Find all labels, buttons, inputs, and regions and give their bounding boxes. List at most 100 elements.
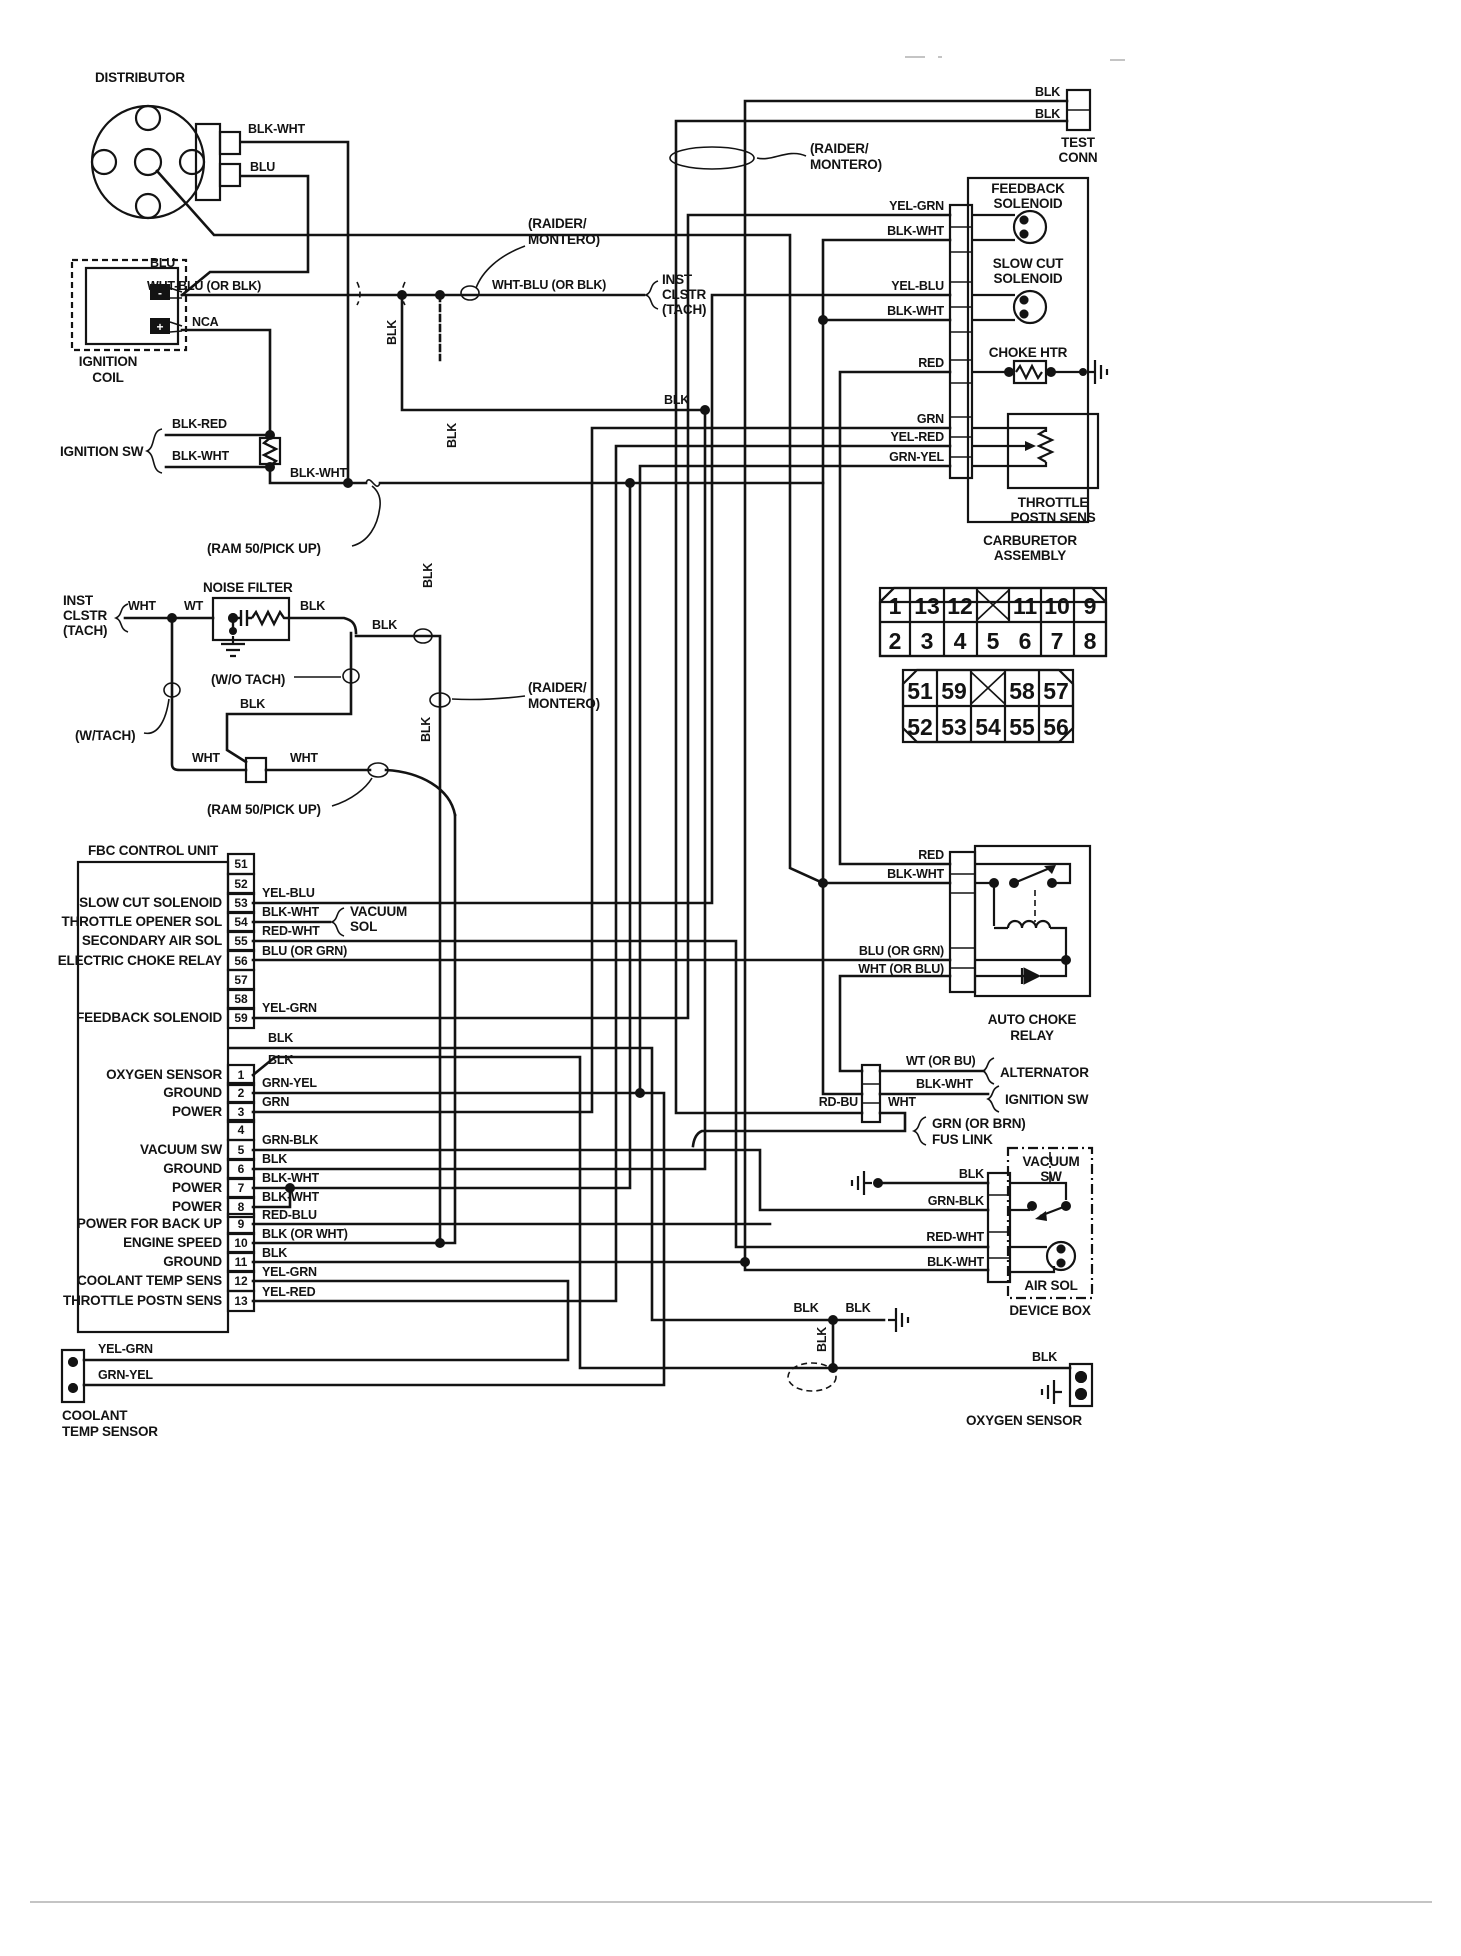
wire-label: GRN-BLK	[262, 1133, 318, 1147]
inst-clstr-label: CLSTR	[662, 287, 706, 302]
ram50-connector-box	[244, 756, 268, 784]
component-internal-wires	[231, 213, 1083, 1274]
wire-label: RED	[918, 356, 944, 370]
fbc-pin-label: FEEDBACK SOLENOID	[76, 1010, 222, 1025]
ignition-coil-label: COIL	[92, 370, 123, 385]
wire-label: GRN-YEL	[889, 450, 944, 464]
inst-clstr-label: (TACH)	[662, 302, 706, 317]
wire-label: BLK	[845, 1301, 870, 1315]
wire-label: WHT	[128, 599, 156, 613]
wire-label: BLU (OR GRN)	[859, 944, 944, 958]
coolant-sensor-label: TEMP SENSOR	[62, 1424, 158, 1439]
pin-number: 56	[234, 954, 248, 968]
vacuum-sw-label: VACUUM	[1022, 1154, 1079, 1169]
vacuum-sw-label: SW	[1040, 1169, 1062, 1184]
wire-label-vertical: BLK	[815, 1327, 829, 1352]
wire-label: BLK	[959, 1167, 984, 1181]
leader-lines	[143, 152, 807, 807]
fbc-pin-label: SLOW CUT SOLENOID	[79, 895, 222, 910]
pin-number: 6	[238, 1162, 245, 1176]
air-sol-label: AIR SOL	[1024, 1278, 1077, 1293]
conn-a-cell: 7	[1051, 628, 1064, 654]
wire-label: WHT	[290, 751, 318, 765]
conn-b-cell: 52	[907, 714, 933, 740]
pin-number: 53	[234, 896, 248, 910]
pin-number: 55	[234, 934, 248, 948]
wire-label: BLU	[150, 256, 175, 270]
auto-choke-relay-box	[948, 844, 1092, 998]
fbc-pin-label: THROTTLE POSTN SENS	[63, 1293, 222, 1308]
wire-label: GRN-BLK	[928, 1194, 984, 1208]
inst-clstr-left: CLSTR	[63, 608, 107, 623]
wire-label: BLU (OR GRN)	[262, 944, 347, 958]
coolant-pin	[68, 1357, 78, 1367]
auto-choke-relay-label: RELAY	[1010, 1028, 1054, 1043]
pin-number: 13	[234, 1294, 248, 1308]
wire-label: RD-BU	[819, 1095, 858, 1109]
wire-label: BLK-WHT	[887, 867, 944, 881]
conn-b-cell: 51	[907, 678, 933, 704]
wire-label: NCA	[192, 315, 219, 329]
conn-b-cell: 53	[941, 714, 967, 740]
conn-a-cell: 10	[1044, 593, 1070, 619]
conn-b-cell: 56	[1043, 714, 1069, 740]
conn-a-cell: 13	[914, 593, 940, 619]
wires-thick	[82, 99, 1072, 1387]
note-raider: (RAIDER/	[528, 680, 587, 695]
conn-b-cell: 55	[1009, 714, 1035, 740]
fbc-label: FBC CONTROL UNIT	[88, 843, 219, 858]
oxygen-pin	[1075, 1388, 1087, 1400]
wire-label: YEL-RED	[262, 1285, 316, 1299]
ignition-resistor-zigzag	[261, 437, 279, 467]
vacuum-sol-label: VACUUM	[350, 904, 407, 919]
wire-label: BLK-WHT	[262, 1171, 319, 1185]
wire-label: GRN	[262, 1095, 289, 1109]
pin-number: 3	[238, 1105, 245, 1119]
conn-a-cell: 6	[1019, 628, 1032, 654]
pin-number: 52	[234, 877, 248, 891]
conn-a-cell: 11	[1013, 593, 1038, 619]
connector-table-a	[878, 586, 1108, 658]
wire-label: BLK-WHT	[262, 905, 319, 919]
wire-label: BLU	[250, 160, 275, 174]
tps-label: POSTN SENS	[1010, 510, 1095, 525]
coolant-pin	[68, 1383, 78, 1393]
wire-label: WT	[184, 599, 204, 613]
wire-label: BLK	[1035, 85, 1060, 99]
pin-number: 8	[238, 1200, 245, 1214]
wire-label: BLK	[793, 1301, 818, 1315]
wire-label: BLK	[372, 618, 397, 632]
labels: DISTRIBUTOR BLK-WHT BLU BLU WHT - BLU (OR …	[58, 70, 1098, 1439]
coil-minus: -	[158, 286, 162, 300]
wire-label: BLK	[1032, 1350, 1057, 1364]
oxygen-sensor-label: OXYGEN SENSOR	[966, 1413, 1082, 1428]
pin-number: 1	[238, 1068, 245, 1082]
conn-b-cell: 57	[1043, 678, 1069, 704]
carb-assembly-label: CARBURETOR	[983, 533, 1077, 548]
wire-label: GRN-YEL	[262, 1076, 317, 1090]
wire-label: RED-WHT	[926, 1230, 984, 1244]
conn-a-cell: 3	[921, 628, 934, 654]
pin-number: 2	[238, 1086, 245, 1100]
note-raider: MONTERO)	[528, 696, 600, 711]
tps-label: THROTTLE	[1018, 495, 1089, 510]
feedback-solenoid-label: SOLENOID	[994, 196, 1063, 211]
wire-label: YEL-BLU	[891, 279, 944, 293]
conn-b-cell: 54	[975, 714, 1001, 740]
wire-label: RED-BLU	[262, 1208, 317, 1222]
inst-clstr-left: (TACH)	[63, 623, 107, 638]
device-box	[986, 1146, 1094, 1300]
wire-label: GRN-YEL	[98, 1368, 153, 1382]
pin-number: 54	[234, 915, 248, 929]
wire-label: YEL-RED	[891, 430, 945, 444]
distributor	[90, 104, 242, 220]
wire-label: BLK-WHT	[927, 1255, 984, 1269]
wire-label-vertical: BLK	[421, 563, 435, 588]
alternator-label: ALTERNATOR	[1000, 1065, 1089, 1080]
arrowheads	[1023, 441, 1056, 1221]
coolant-temp-sensor-box	[60, 1348, 86, 1404]
wire-label: BLK-WHT	[916, 1077, 973, 1091]
distributor-label: DISTRIBUTOR	[95, 70, 185, 85]
